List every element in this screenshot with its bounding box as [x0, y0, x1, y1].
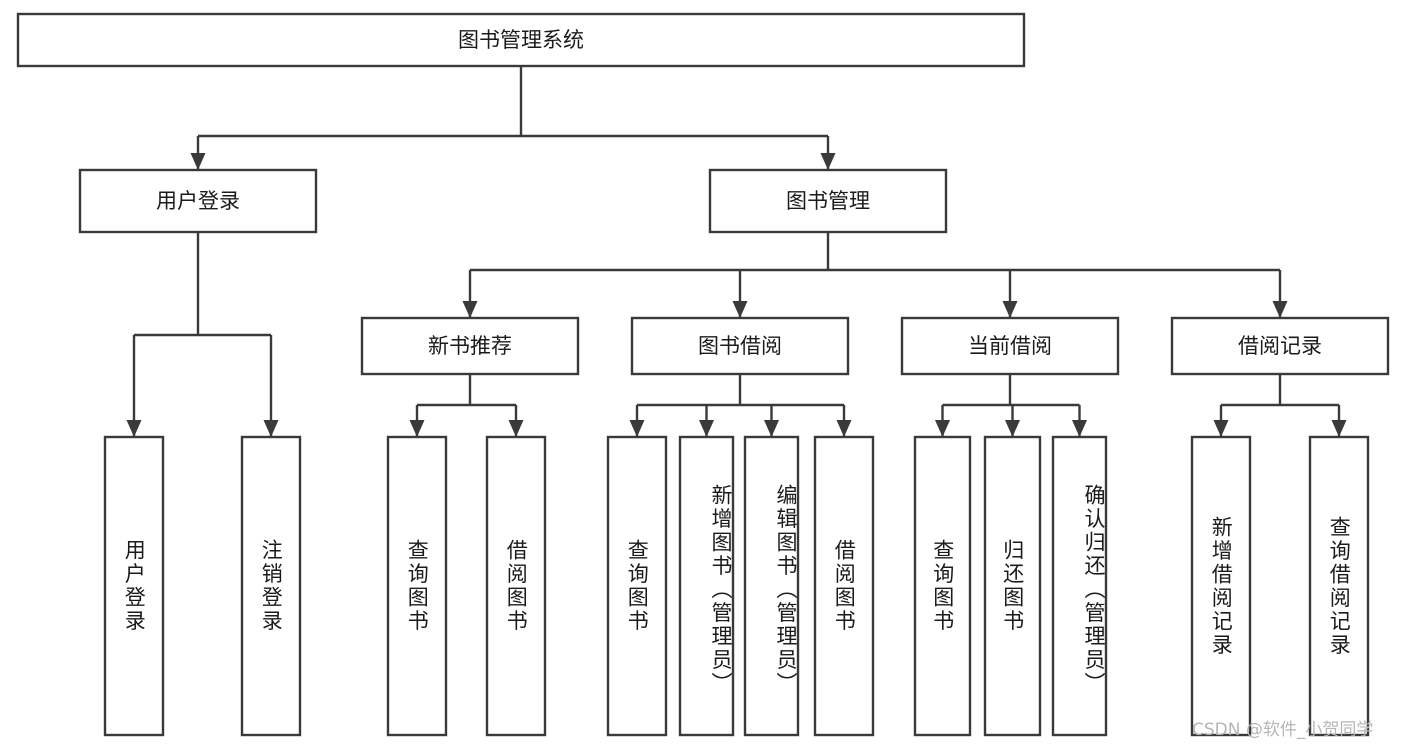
node-leaf-query-borrow-record[interactable]	[1308, 435, 1370, 737]
arrow-head-icon	[508, 420, 524, 437]
node-leaf-edit-book-admin[interactable]	[743, 435, 800, 737]
node-leaf-query-book-borrow[interactable]	[606, 435, 668, 737]
node-leaf-add-book-admin[interactable]	[678, 435, 735, 737]
node-box-layer	[16, 12, 1390, 737]
node-leaf-add-borrow-record[interactable]	[1190, 435, 1252, 737]
arrow-head-icon	[409, 420, 425, 437]
arrow-head-icon	[1331, 420, 1347, 437]
arrow-head-icon	[126, 420, 142, 437]
node-root-label: 图书管理系统	[458, 28, 584, 52]
node-leaf-user-login[interactable]	[103, 435, 165, 737]
arrow-head-icon	[732, 301, 748, 318]
node-root[interactable]	[16, 12, 1026, 68]
node-leaf-borrow-book-recommend[interactable]	[485, 435, 547, 737]
arrow-head-icon	[190, 153, 206, 170]
node-current-borrow-label: 当前借阅	[968, 334, 1052, 358]
arrow-head-icon	[764, 420, 779, 437]
watermark-text: CSDN @软件_小贺同学	[1192, 720, 1374, 740]
node-book-borrow-label: 图书借阅	[698, 334, 782, 358]
arrow-head-icon	[1213, 420, 1229, 437]
node-leaf-user-logout[interactable]	[240, 435, 302, 737]
arrow-head-icon	[1002, 301, 1018, 318]
arrow-head-icon	[699, 420, 714, 437]
node-borrow-record[interactable]	[1170, 316, 1390, 376]
arrow-head-icon	[462, 301, 478, 318]
node-leaf-borrow-book[interactable]	[813, 435, 875, 737]
arrow-head-icon	[935, 420, 950, 437]
node-leaf-query-book-recommend[interactable]	[386, 435, 448, 737]
arrow-head-icon	[1005, 420, 1020, 437]
node-book-manage[interactable]	[708, 168, 948, 234]
node-leaf-confirm-return-admin[interactable]	[1051, 435, 1108, 737]
node-book-manage-label: 图书管理	[786, 189, 870, 213]
node-current-borrow[interactable]	[900, 316, 1120, 376]
node-leaf-return-book[interactable]	[983, 435, 1042, 737]
connector-layer	[126, 66, 1347, 437]
node-leaf-query-book-current[interactable]	[913, 435, 972, 737]
node-user-login-label: 用户登录	[156, 189, 240, 213]
arrow-head-icon	[1272, 301, 1288, 318]
arrow-head-icon	[836, 420, 852, 437]
arrow-head-icon	[1072, 420, 1087, 437]
node-new-book-recommend-label: 新书推荐	[428, 334, 512, 358]
node-new-book-recommend[interactable]	[360, 316, 580, 376]
node-user-login[interactable]	[78, 168, 318, 234]
arrow-head-icon	[629, 420, 645, 437]
arrow-head-icon	[820, 153, 836, 170]
node-book-borrow[interactable]	[630, 316, 850, 376]
arrow-head-icon	[263, 420, 279, 437]
node-borrow-record-label: 借阅记录	[1238, 334, 1322, 358]
